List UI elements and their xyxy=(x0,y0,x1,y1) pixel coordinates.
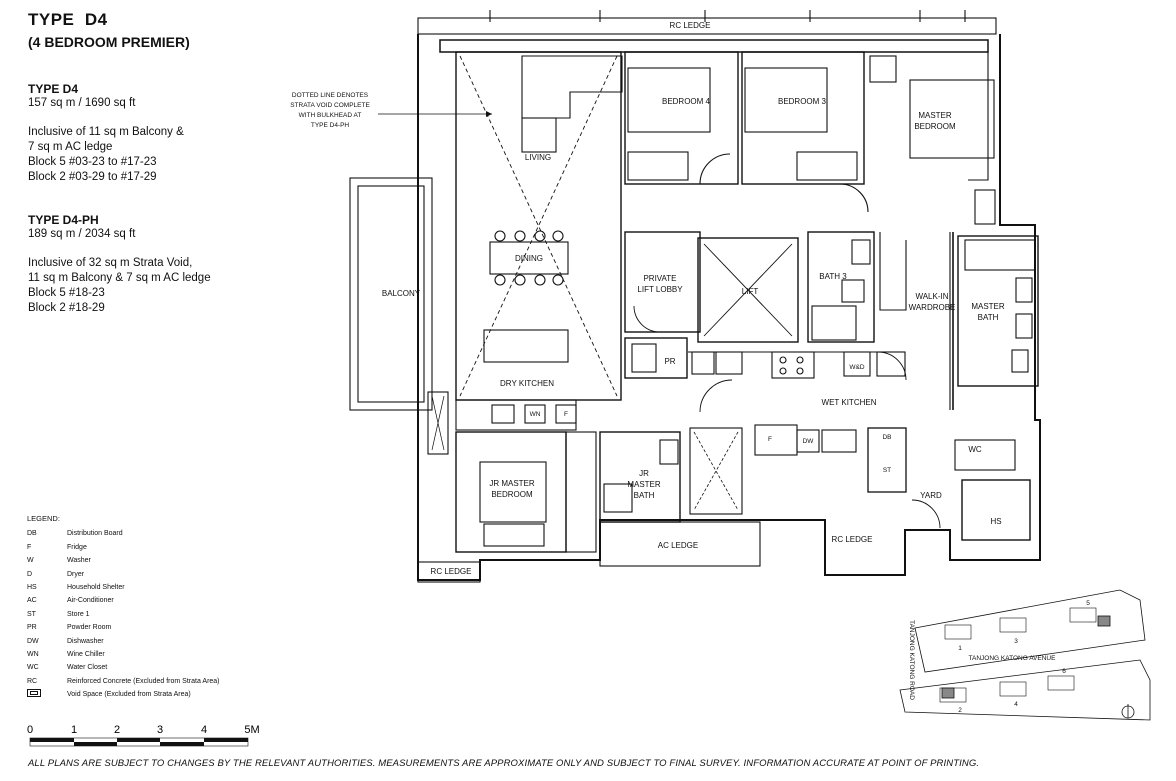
room-label-dining: DINING xyxy=(515,254,543,263)
room-label-bath-3: BATH 3 xyxy=(819,272,847,281)
void-note-line: WITH BULKHEAD AT xyxy=(299,112,362,119)
site-road-label: TANJONG KATONG AVENUE xyxy=(969,655,1057,662)
room-label-yard: YARD xyxy=(920,491,942,500)
unit-d4ph-line: Inclusive of 32 sq m Strata Void, xyxy=(28,257,193,269)
unit-d4ph-line: Block 5 #18-23 xyxy=(28,287,105,299)
room-label-rc-ledge: RC LEDGE xyxy=(431,567,472,576)
unit-d4-title: TYPE D4 xyxy=(28,82,79,96)
scale-tick-label: 0 xyxy=(27,724,33,736)
room-label-walk-in-wardrobe: WARDROBE xyxy=(909,303,956,312)
room-label-balcony: BALCONY xyxy=(382,289,421,298)
scale-tick-label: 4 xyxy=(201,724,207,736)
unit-d4-line: Block 2 #03-29 to #17-29 xyxy=(28,171,157,183)
scale-tick-label: 3 xyxy=(157,724,163,736)
room-label-master-bath: BATH xyxy=(978,313,999,322)
void-space-icon xyxy=(27,689,41,698)
void-note-line: TYPE D4-PH xyxy=(311,122,350,129)
unit-d4-line: Block 5 #03-23 to #17-23 xyxy=(28,156,157,168)
appliance-label-db: DB xyxy=(882,434,891,441)
room-label-lift: LIFT xyxy=(742,287,759,296)
site-block-label: 1 xyxy=(958,645,962,652)
room-label-pr: PR xyxy=(664,357,675,366)
scale-tick-label: 5M xyxy=(244,724,259,736)
unit-type-title: TYPE D4 xyxy=(28,10,108,29)
site-block-label: 4 xyxy=(1014,701,1018,708)
unit-d4ph-line: Block 2 #18-29 xyxy=(28,302,105,314)
unit-type-subtitle: (4 BEDROOM PREMIER) xyxy=(28,34,190,50)
scale-tick-label: 2 xyxy=(114,724,120,736)
void-note-line: DOTTED LINE DENOTES xyxy=(292,92,369,99)
unit-d4ph-title: TYPE D4-PH xyxy=(28,213,99,227)
unit-d4-info: TYPE D4 157 sq m / 1690 sq ft Inclusive … xyxy=(28,82,184,185)
room-label-walk-in-wardrobe: WALK-IN xyxy=(915,292,948,301)
room-label-master-bath: MASTER xyxy=(971,302,1005,311)
appliance-label-f: F xyxy=(564,411,568,418)
unit-d4-line: 7 sq m AC ledge xyxy=(28,141,113,153)
room-label-jr-master-bath: MASTER xyxy=(627,480,661,489)
room-label-wd: W&D xyxy=(849,364,864,371)
legend-title: LEGEND: xyxy=(27,514,60,523)
unit-d4ph-line: 11 sq m Balcony & 7 sq m AC ledge xyxy=(28,272,211,284)
room-label-private-lift-lobby: LIFT LOBBY xyxy=(637,285,683,294)
room-label-jr-master-bath: JR xyxy=(639,469,649,478)
unit-d4ph-info: TYPE D4-PH 189 sq m / 2034 sq ft Inclusi… xyxy=(28,213,211,316)
room-label-rc-ledge: RC LEDGE xyxy=(670,21,711,30)
room-label-bedroom-3: BEDROOM 3 xyxy=(778,97,827,106)
room-label-master-bedroom: MASTER xyxy=(918,111,952,120)
disclaimer: ALL PLANS ARE SUBJECT TO CHANGES BY THE … xyxy=(28,758,980,769)
legend-item-void: Void Space (Excluded from Strata Area) xyxy=(27,688,220,701)
scale-bar: 0 1 2 3 4 5M xyxy=(27,724,260,747)
room-label-hs: HS xyxy=(990,517,1001,526)
scale-tick-label: 1 xyxy=(71,724,77,736)
room-label-wet-kitchen: WET KITCHEN xyxy=(822,398,877,407)
site-block-label: 6 xyxy=(1062,668,1066,675)
unit-d4-line: Inclusive of 11 sq m Balcony & xyxy=(28,126,184,138)
room-label-master-bedroom: BEDROOM xyxy=(914,122,956,131)
appliance-label-f: F xyxy=(768,436,772,443)
site-key-plan xyxy=(899,589,1151,721)
room-label-jr-master-bedroom: BEDROOM xyxy=(491,490,533,499)
room-label-dry-kitchen: DRY KITCHEN xyxy=(500,379,554,388)
void-note-line: STRATA VOID COMPLETE xyxy=(290,102,370,109)
room-label-bedroom-4: BEDROOM 4 xyxy=(662,97,711,106)
room-label-living: LIVING xyxy=(525,153,551,162)
room-label-rc-ledge: RC LEDGE xyxy=(832,535,873,544)
room-label-ac-ledge: AC LEDGE xyxy=(658,541,698,550)
appliance-label-dw: DW xyxy=(803,438,815,445)
site-block-label: 3 xyxy=(1014,638,1018,645)
room-label-wc: WC xyxy=(968,445,982,454)
site-block-label: 5 xyxy=(1086,600,1090,607)
appliance-label-st: ST xyxy=(883,467,891,474)
room-label-private-lift-lobby: PRIVATE xyxy=(643,274,676,283)
room-label-jr-master-bedroom: JR MASTER xyxy=(489,479,535,488)
room-label-jr-master-bath: BATH xyxy=(634,491,655,500)
unit-d4-area: 157 sq m / 1690 sq ft xyxy=(28,97,136,109)
unit-d4ph-area: 189 sq m / 2034 sq ft xyxy=(28,228,136,240)
site-road-label: TANJONG KATONG ROAD xyxy=(908,620,915,700)
site-block-label: 2 xyxy=(958,707,962,714)
appliance-label-wn: WN xyxy=(530,411,541,418)
